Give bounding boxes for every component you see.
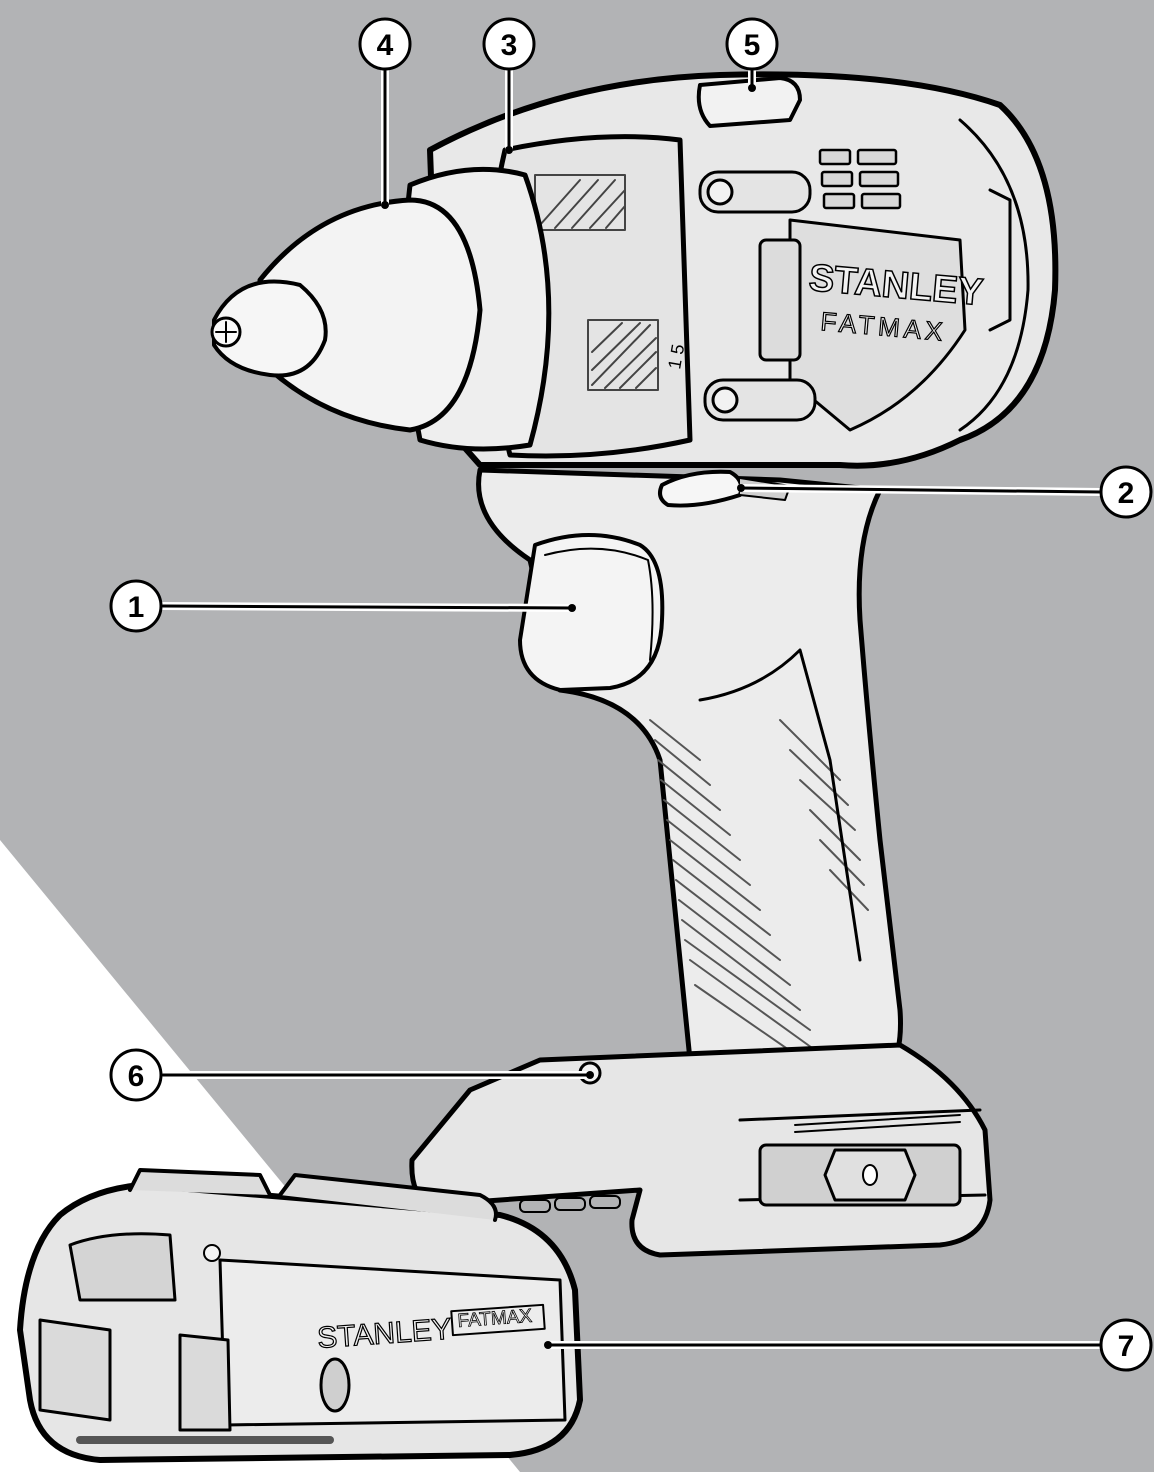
callout-number-3: 3 (501, 29, 518, 62)
callout-badge-1: 1 (109, 579, 163, 633)
housing-screws (698, 170, 817, 422)
chuck-body (257, 197, 483, 433)
callout-badge-2: 2 (1099, 465, 1153, 519)
callout-number-6: 6 (128, 1060, 145, 1093)
collar-hatching (534, 174, 659, 391)
callout-number-7: 7 (1118, 1330, 1135, 1363)
svg-text:1 5: 1 5 (664, 343, 688, 371)
callout-lines-inner (161, 68, 1103, 1347)
motor-vents (818, 148, 902, 210)
callout-badge-7: 7 (1099, 1318, 1153, 1372)
brand-shield (788, 218, 967, 432)
callout-number-2: 2 (1118, 477, 1135, 510)
callout-badge-6: 6 (109, 1048, 163, 1102)
callout-badge-5: 5 (725, 17, 779, 71)
gear-selector (696, 76, 802, 128)
callout-badge-3: 3 (482, 17, 536, 71)
callout-number-5: 5 (744, 29, 761, 62)
callout-number-1: 1 (128, 591, 145, 624)
grip-texture (649, 719, 869, 1069)
callout-endpoints (381, 84, 756, 1349)
battery-pack (17, 1168, 583, 1463)
base-vents (519, 1114, 961, 1213)
chuck-nose (212, 279, 328, 378)
trigger (518, 533, 665, 692)
drill-illustration: 1 5 (210, 71, 1059, 1258)
callout-number-4: 4 (377, 29, 394, 62)
callout-badge-4: 4 (358, 17, 412, 71)
